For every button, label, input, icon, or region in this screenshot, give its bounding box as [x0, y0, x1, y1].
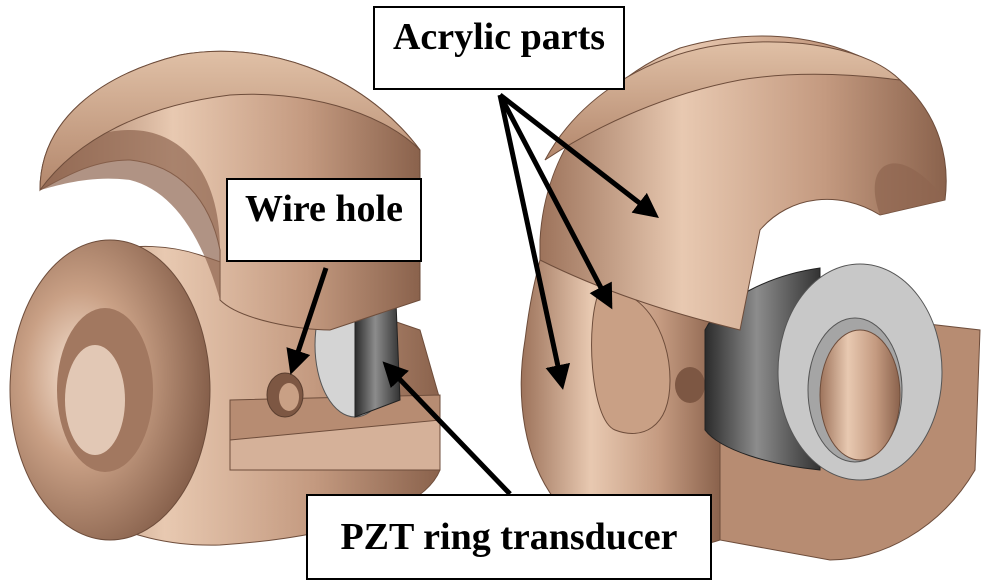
arrow-acrylic-middle: [497, 93, 613, 310]
arrow-wire-hole: [286, 267, 329, 375]
right-assembly: [520, 35, 981, 561]
left-assembly: [9, 50, 441, 546]
pzt-ring-transducer-label: PZT ring transducer: [306, 494, 712, 580]
arrow-pzt: [382, 361, 512, 496]
callout-arrows: [286, 93, 659, 496]
arrow-acrylic-lower: [497, 94, 571, 390]
right-wire-hole: [675, 367, 705, 403]
right-inner-ring: [591, 289, 671, 434]
wire-hole-label: Wire hole: [226, 178, 422, 262]
acrylic-parts-label: Acrylic parts: [373, 6, 625, 90]
arrow-acrylic-upper: [498, 93, 659, 219]
